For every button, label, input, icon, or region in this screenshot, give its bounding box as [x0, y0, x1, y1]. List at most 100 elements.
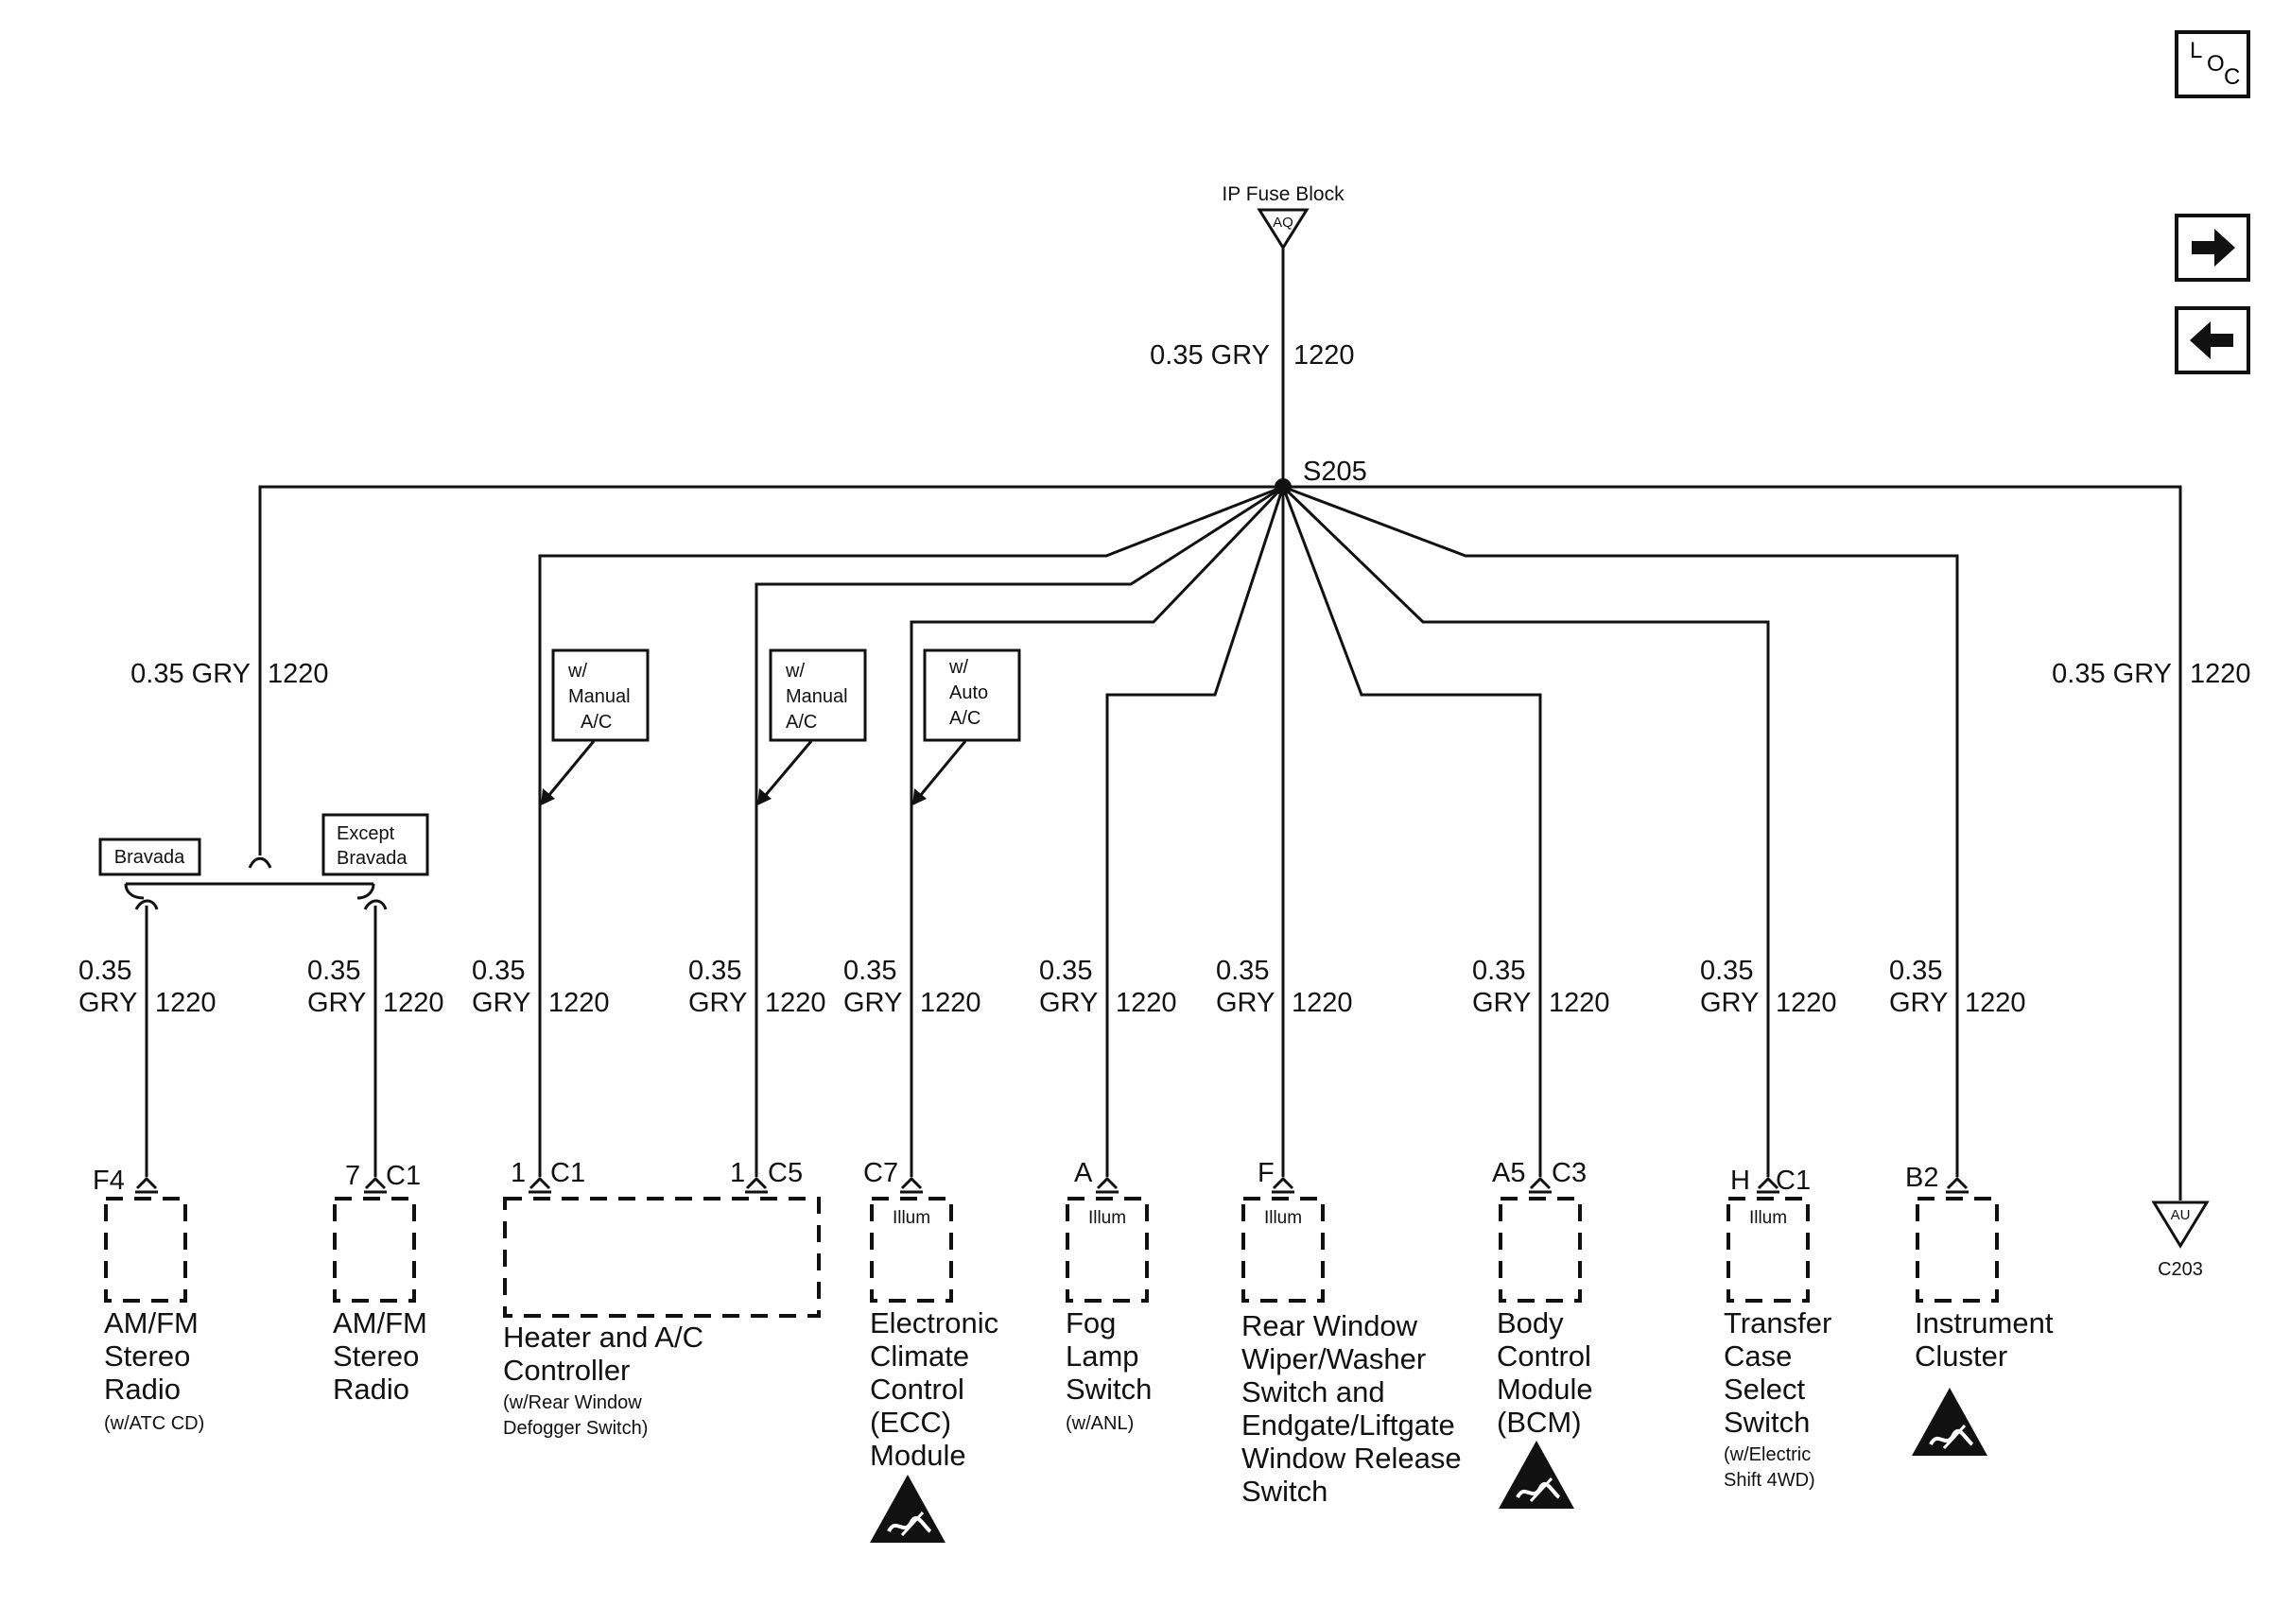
svg-text:Switch and: Switch and — [1241, 1375, 1385, 1408]
svg-text:0.35: 0.35 — [78, 956, 131, 986]
pin-hvac-1b: 1 — [730, 1158, 745, 1188]
pin-h: H — [1730, 1166, 1750, 1196]
continuation-terminal — [2151, 1201, 2210, 1249]
bravada-box — [98, 838, 201, 876]
loc-button[interactable]: L O C — [2175, 30, 2250, 98]
svg-text:Lamp: Lamp — [1066, 1339, 1139, 1373]
svg-text:Stereo: Stereo — [333, 1339, 419, 1373]
pin-7: 7 — [345, 1161, 360, 1191]
svg-text:1220: 1220 — [383, 988, 444, 1018]
illum-wiper: Illum — [1264, 1208, 1302, 1228]
component-box-cluster — [1916, 1197, 1999, 1303]
svg-text:A/C: A/C — [786, 712, 817, 733]
component-name-hvac: Heater and A/C Controller (w/Rear Window… — [503, 1321, 703, 1439]
continuation-terminal-label: AU — [2171, 1207, 2191, 1223]
pin-f4: F4 — [93, 1166, 125, 1196]
esd-warning-icon — [1497, 1439, 1576, 1511]
component-box-fog — [1066, 1197, 1149, 1303]
svg-text:Window Release: Window Release — [1241, 1442, 1462, 1475]
svg-text:Rear Window: Rear Window — [1241, 1309, 1418, 1342]
right-branch-circuit: 1220 — [2190, 659, 2251, 689]
svg-text:Body: Body — [1497, 1306, 1564, 1339]
loc-label-o: O — [2207, 51, 2225, 77]
svg-text:GRY: GRY — [307, 988, 366, 1018]
component-box-ecc — [870, 1197, 953, 1303]
illum-fog: Illum — [1088, 1208, 1126, 1228]
component-name-transfer: Transfer Case Select Switch (w/Electric … — [1724, 1306, 1831, 1491]
esd-warning-icon — [1910, 1386, 1989, 1458]
svg-text:1220: 1220 — [1776, 988, 1837, 1018]
svg-text:Heater and A/C: Heater and A/C — [503, 1321, 703, 1354]
pin-hvac-1: 1 — [511, 1158, 526, 1188]
source-label: IP Fuse Block — [1222, 183, 1345, 205]
svg-text:(w/ATC CD): (w/ATC CD) — [104, 1413, 204, 1434]
svg-text:Switch: Switch — [1066, 1373, 1152, 1406]
except-bravada-box — [321, 813, 429, 876]
svg-text:0.35: 0.35 — [307, 956, 360, 986]
svg-text:GRY: GRY — [472, 988, 530, 1018]
svg-text:Fog: Fog — [1066, 1306, 1116, 1339]
svg-text:0.35: 0.35 — [1889, 956, 1942, 986]
arrow-right-icon — [2192, 229, 2235, 267]
component-name-bcm: Body Control Module (BCM) — [1497, 1306, 1593, 1439]
component-name-wiper: Rear Window Wiper/Washer Switch and Endg… — [1241, 1309, 1462, 1508]
svg-text:Transfer: Transfer — [1724, 1306, 1831, 1339]
arrow-left-icon — [2190, 321, 2233, 359]
pin-a: A — [1074, 1158, 1093, 1188]
esd-warning-icon — [868, 1473, 947, 1545]
option-box-manual-ac-1: w/ Manual A/C — [541, 648, 650, 805]
svg-text:Control: Control — [870, 1373, 964, 1406]
loc-label-l: L — [2190, 38, 2203, 63]
component-name-radio-atc: AM/FM Stereo Radio (w/ATC CD) — [104, 1306, 204, 1434]
left-branch-wire-size: 0.35 GRY — [130, 659, 251, 689]
bravada-box-label: Bravada — [114, 847, 185, 868]
pin-f: F — [1258, 1158, 1275, 1188]
svg-text:1220: 1220 — [155, 988, 217, 1018]
svg-text:GRY: GRY — [1216, 988, 1275, 1018]
svg-text:Controller: Controller — [503, 1354, 630, 1387]
conn-h-c1: C1 — [1776, 1166, 1811, 1196]
conn-a5-c3: C3 — [1552, 1158, 1587, 1188]
svg-text:(w/Rear Window: (w/Rear Window — [503, 1392, 642, 1413]
svg-text:(w/Electric: (w/Electric — [1724, 1444, 1811, 1465]
component-box-radio — [333, 1197, 416, 1303]
svg-text:w/: w/ — [567, 661, 587, 682]
component-box-transfer — [1726, 1197, 1810, 1303]
svg-text:GRY: GRY — [1472, 988, 1531, 1018]
pin-c7: C7 — [863, 1158, 898, 1188]
illum-ecc: Illum — [893, 1208, 930, 1228]
svg-text:1220: 1220 — [548, 988, 610, 1018]
svg-text:0.35: 0.35 — [1472, 956, 1525, 986]
next-page-button[interactable] — [2175, 214, 2250, 282]
component-box-radio-atc — [104, 1197, 187, 1303]
prev-page-button[interactable] — [2175, 306, 2250, 374]
svg-text:Wiper/Washer: Wiper/Washer — [1241, 1342, 1426, 1375]
svg-text:(BCM): (BCM) — [1497, 1406, 1582, 1439]
svg-text:Switch: Switch — [1241, 1475, 1327, 1508]
svg-text:Shift 4WD): Shift 4WD) — [1724, 1470, 1815, 1491]
svg-text:A/C: A/C — [581, 712, 612, 733]
illum-transfer: Illum — [1749, 1208, 1787, 1228]
svg-text:1220: 1220 — [920, 988, 981, 1018]
svg-text:0.35: 0.35 — [472, 956, 525, 986]
svg-text:Module: Module — [1497, 1373, 1593, 1406]
pin-a5: A5 — [1492, 1158, 1525, 1188]
component-box-wiper — [1241, 1197, 1325, 1303]
conn-hvac-c5: C5 — [768, 1158, 803, 1188]
svg-text:AM/FM: AM/FM — [104, 1306, 199, 1339]
svg-text:GRY: GRY — [843, 988, 902, 1018]
svg-text:GRY: GRY — [1039, 988, 1098, 1018]
component-box-bcm — [1499, 1197, 1582, 1303]
svg-text:GRY: GRY — [688, 988, 747, 1018]
svg-text:Control: Control — [1497, 1339, 1591, 1373]
svg-text:GRY: GRY — [1700, 988, 1759, 1018]
option-box-auto-ac: w/ Auto A/C — [912, 648, 1021, 805]
component-name-ecc: Electronic Climate Control (ECC) Module — [870, 1306, 998, 1472]
svg-text:Switch: Switch — [1724, 1406, 1810, 1439]
component-name-radio: AM/FM Stereo Radio — [333, 1306, 427, 1406]
svg-text:Defogger Switch): Defogger Switch) — [503, 1418, 648, 1439]
svg-text:Cluster: Cluster — [1915, 1339, 2007, 1373]
source-terminal — [1257, 208, 1310, 251]
